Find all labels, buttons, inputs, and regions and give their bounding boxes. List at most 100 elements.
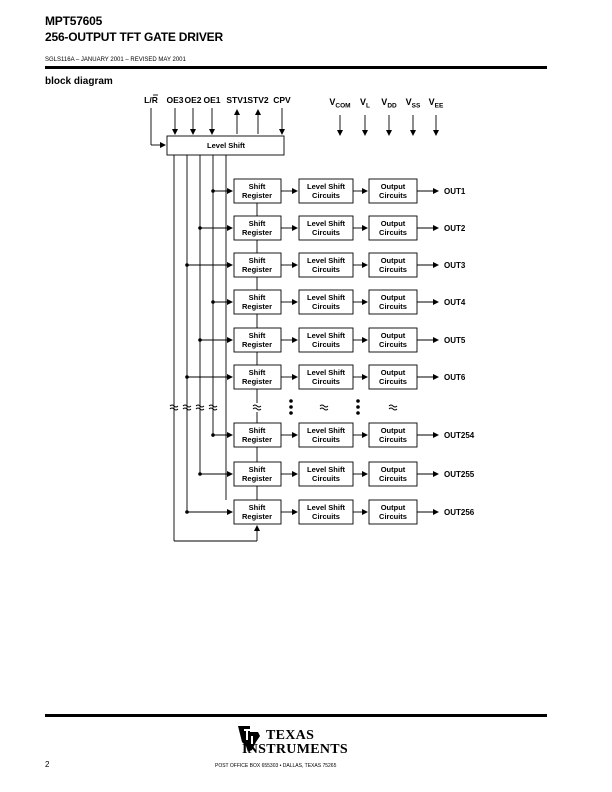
output-circuits-label: Output [381, 293, 406, 302]
address: POST OFFICE BOX 655303 • DALLAS, TEXAS 7… [215, 763, 337, 769]
level-shift-circuits-label: Level Shift [307, 256, 345, 265]
logo-text-line1: TEXAS [266, 728, 315, 743]
break-mark [388, 404, 398, 411]
output-circuits-label: Circuits [379, 228, 407, 237]
shift-register-label: Register [242, 302, 272, 311]
level-shift-block [166, 135, 285, 156]
shift-register-label: Shift [249, 426, 266, 435]
break-mark [208, 404, 218, 411]
level-shift-circuits-block [298, 461, 354, 487]
output-label: OUT1 [444, 187, 466, 196]
break-mark [252, 404, 262, 411]
level-shift-circuits-label: Circuits [312, 191, 340, 200]
output-circuits-block [368, 327, 418, 353]
level-shift-circuits-label: Circuits [312, 512, 340, 521]
part-number: MPT57605 [45, 14, 103, 28]
level-shift-circuits-block [298, 252, 354, 278]
level-shift-circuits-label: Level Shift [307, 465, 345, 474]
shift-register-label: Shift [249, 219, 266, 228]
output-circuits-label: Circuits [379, 340, 407, 349]
output-circuits-label: Circuits [379, 265, 407, 274]
output-label: OUT5 [444, 336, 466, 345]
shift-register-block [233, 499, 282, 525]
document-title: 256-OUTPUT TFT GATE DRIVER [45, 30, 223, 44]
ti-state-icon [238, 726, 260, 752]
shift-register-label: Shift [249, 331, 266, 340]
output-label: OUT6 [444, 373, 466, 382]
output-label: OUT2 [444, 224, 466, 233]
supply-pin-label: VCOM [329, 97, 350, 110]
supply-pin-label: VSS [406, 97, 421, 110]
break-mark [195, 404, 205, 411]
shift-register-label: Shift [249, 465, 266, 474]
shift-register-label: Register [242, 265, 272, 274]
output-circuits-label: Output [381, 331, 406, 340]
output-circuits-block [368, 289, 418, 315]
shift-register-label: Shift [249, 503, 266, 512]
junction-dot [289, 399, 293, 403]
level-shift-circuits-block [298, 499, 354, 525]
level-shift-circuits-label: Level Shift [307, 331, 345, 340]
level-shift-circuits-label: Circuits [312, 435, 340, 444]
shift-register-label: Register [242, 340, 272, 349]
ti-logo: TEXAS INSTRUMENTS [236, 724, 348, 760]
level-shift-circuits-label: Circuits [312, 265, 340, 274]
shift-register-label: Shift [249, 293, 266, 302]
level-shift-circuits-label: Level Shift [307, 503, 345, 512]
output-circuits-label: Output [381, 219, 406, 228]
level-shift-circuits-label: Level Shift [307, 219, 345, 228]
shift-register-block [233, 461, 282, 487]
supply-pin-label: VL [360, 97, 370, 110]
shift-register-block [233, 289, 282, 315]
output-circuits-block [368, 499, 418, 525]
output-label: OUT254 [444, 431, 475, 440]
output-label: OUT256 [444, 508, 475, 517]
level-shift-circuits-label: Circuits [312, 474, 340, 483]
junction-dot [289, 411, 293, 415]
level-shift-circuits-label: Circuits [312, 302, 340, 311]
output-circuits-block [368, 422, 418, 448]
pin-label: OE2 [184, 95, 201, 105]
level-shift-circuits-block [298, 178, 354, 204]
output-circuits-label: Circuits [379, 377, 407, 386]
break-mark [182, 404, 192, 411]
shift-register-block [233, 215, 282, 241]
shift-register-label: Register [242, 435, 272, 444]
level-shift-circuits-label: Level Shift [307, 182, 345, 191]
junction-dot [356, 405, 360, 409]
output-circuits-label: Output [381, 182, 406, 191]
output-label: OUT255 [444, 470, 475, 479]
output-circuits-label: Circuits [379, 512, 407, 521]
output-circuits-label: Circuits [379, 474, 407, 483]
output-circuits-label: Output [381, 368, 406, 377]
output-circuits-label: Circuits [379, 302, 407, 311]
output-label: OUT4 [444, 298, 466, 307]
pin-label: STV1 [226, 95, 248, 105]
shift-register-label: Register [242, 228, 272, 237]
section-title: block diagram [45, 76, 113, 87]
level-shift-circuits-label: Circuits [312, 377, 340, 386]
supply-pin-label: VEE [429, 97, 444, 110]
shift-register-label: Register [242, 191, 272, 200]
output-label: OUT3 [444, 261, 466, 270]
output-circuits-label: Output [381, 256, 406, 265]
output-circuits-block [368, 178, 418, 204]
pin-label: CPV [273, 95, 291, 105]
shift-register-label: Register [242, 512, 272, 521]
break-mark [169, 404, 179, 411]
shift-register-label: Shift [249, 256, 266, 265]
shift-register-label: Shift [249, 182, 266, 191]
shift-register-label: Register [242, 377, 272, 386]
junction-dot [356, 411, 360, 415]
output-circuits-label: Output [381, 426, 406, 435]
level-shift-circuits-label: Circuits [312, 340, 340, 349]
junction-dot [289, 405, 293, 409]
shift-register-block [233, 364, 282, 390]
footer-rule [45, 714, 547, 717]
output-circuits-label: Circuits [379, 191, 407, 200]
pin-label: OE3 [166, 95, 183, 105]
break-mark [319, 404, 329, 411]
shift-register-label: Shift [249, 368, 266, 377]
level-shift-circuits-label: Level Shift [307, 293, 345, 302]
